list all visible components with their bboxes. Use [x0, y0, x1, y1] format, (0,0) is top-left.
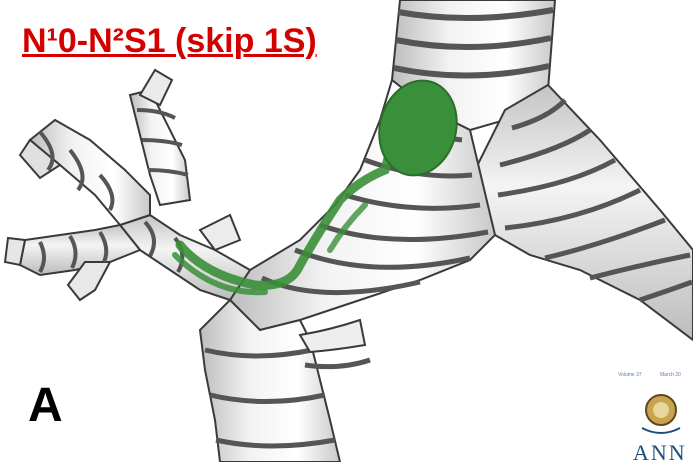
right-main-bronchus — [470, 85, 693, 340]
panel-letter: A — [28, 378, 63, 433]
figure-title: N¹0-N²S1 (skip 1S) — [22, 22, 317, 61]
journal-volume-text: Volume 37 — [618, 372, 642, 378]
journal-logo — [642, 395, 680, 433]
lower-lobe-bronchus — [200, 300, 370, 462]
journal-date-text: March 20 — [660, 372, 681, 378]
journal-header: Volume 37 March 20 — [618, 372, 693, 384]
journal-name: ANN — [633, 440, 687, 466]
upper-lobe-branches — [5, 70, 250, 300]
